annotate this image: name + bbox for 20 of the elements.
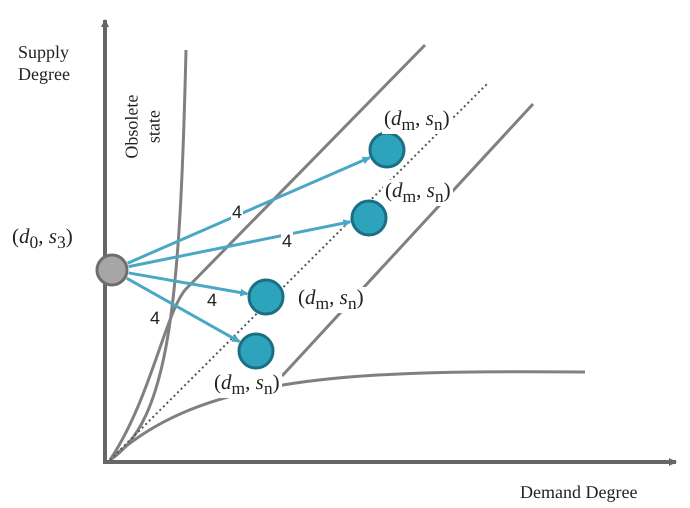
coordinate-label: (d$_{m}$, s$_{n}$) (382, 108, 452, 134)
coordinate-label: (d$_{m}$, s$_{n}$) (296, 287, 366, 313)
arrow (128, 219, 352, 268)
state-circle (95, 253, 129, 287)
arrow (126, 277, 240, 343)
arrow (128, 271, 248, 296)
state-circle (247, 278, 285, 316)
edge-label: 4 (231, 203, 244, 221)
arrow (126, 156, 370, 265)
axis-title: Demand Degree (520, 482, 638, 504)
state-circle (368, 131, 406, 169)
edge-label: 4 (149, 309, 162, 327)
coordinate-label: (d$_{m}$, s$_{n}$) (212, 372, 282, 398)
state-circle (350, 199, 388, 237)
region-label: Obsolete state (121, 94, 164, 161)
coordinate-label: (d$_{m}$, s$_{n}$) (383, 180, 453, 206)
axis-title: Supply Degree (18, 42, 71, 86)
state-circle (237, 332, 275, 370)
edge-label: 4 (206, 291, 218, 309)
edge-label: 4 (281, 232, 294, 250)
